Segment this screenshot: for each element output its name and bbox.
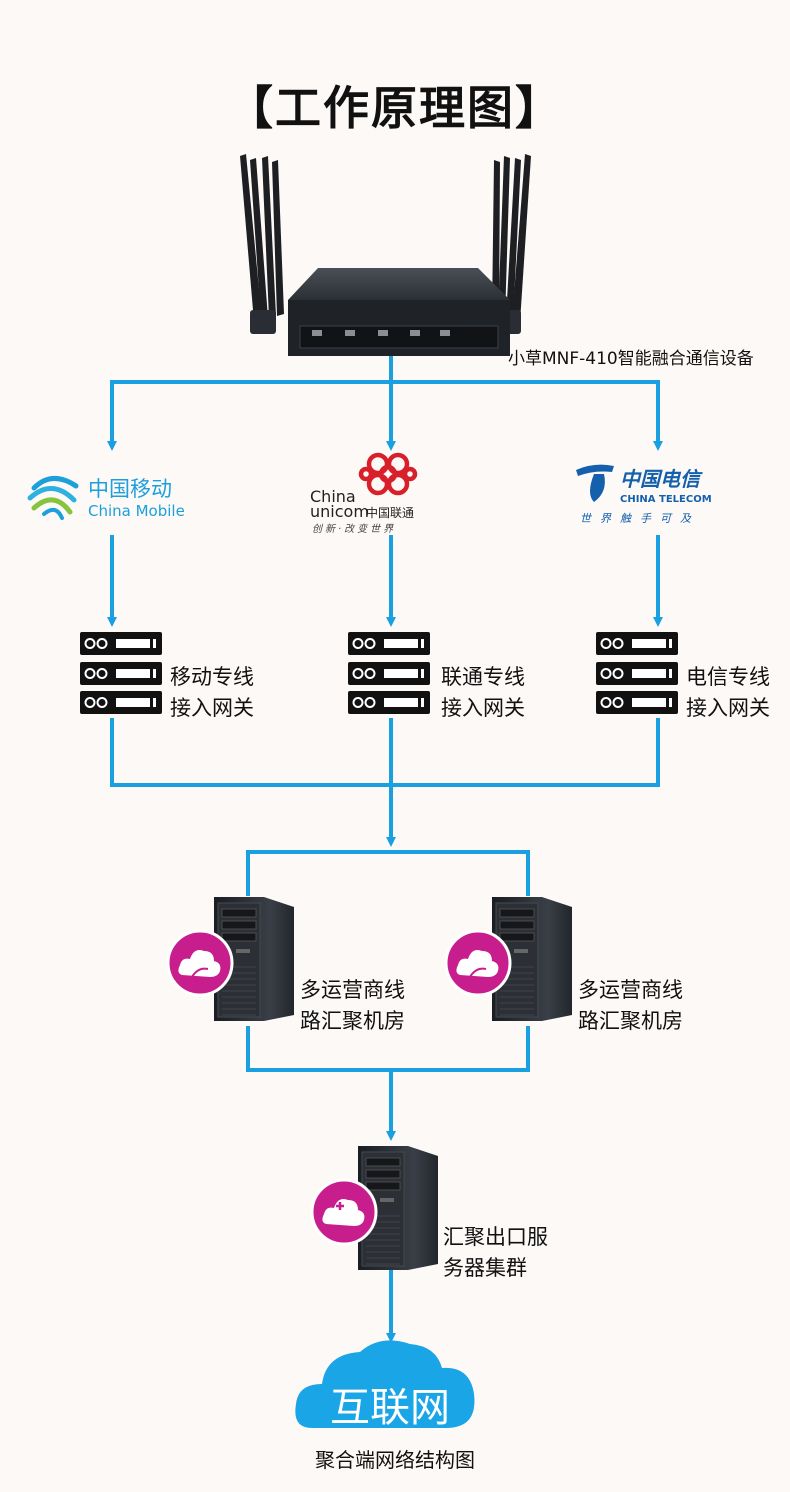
room-label-right: 多运营商线路汇聚机房 bbox=[578, 978, 683, 1033]
cloud-badge-icon bbox=[166, 929, 234, 997]
server-stack-icon bbox=[80, 632, 162, 714]
china-unicom-logo: China unicom 中国联通 创新·改变世界 bbox=[310, 452, 418, 535]
telecom-icon bbox=[576, 464, 614, 502]
page-title: 【工作原理图】 bbox=[227, 81, 563, 135]
tower-server-icon bbox=[492, 897, 572, 1021]
telecom-slogan: 世界触手可及 bbox=[580, 512, 700, 525]
unicom-en1: China bbox=[310, 487, 356, 506]
tower-server-icon bbox=[214, 897, 294, 1021]
gateway-label-mobile: 移动专线接入网关 bbox=[170, 665, 254, 720]
unicom-knot-icon bbox=[358, 452, 418, 496]
telecom-cn: 中国电信 bbox=[620, 467, 703, 491]
cloud-plus-badge-icon bbox=[310, 1178, 378, 1246]
internet-cloud-icon bbox=[295, 1340, 475, 1428]
server-stack-icon bbox=[348, 632, 430, 714]
china-mobile-cn: 中国移动 bbox=[88, 477, 172, 501]
server-stack-icon bbox=[596, 632, 678, 714]
china-mobile-icon bbox=[27, 476, 79, 520]
diagram-caption: 聚合端网络结构图 bbox=[315, 1448, 475, 1472]
device-label: 小草MNF-410智能融合通信设备 bbox=[508, 349, 754, 369]
unicom-slogan: 创新·改变世界 bbox=[312, 523, 396, 535]
china-mobile-logo: 中国移动 China Mobile bbox=[27, 476, 185, 520]
unicom-en2: unicom bbox=[310, 502, 369, 521]
flow-lines bbox=[107, 356, 663, 1343]
antenna-icon bbox=[240, 154, 531, 322]
room-label-left: 多运营商线路汇聚机房 bbox=[300, 978, 405, 1033]
gateway-label-telecom: 电信专线接入网关 bbox=[686, 665, 770, 720]
tower-server-icon bbox=[358, 1146, 438, 1270]
gateway-label-unicom: 联通专线接入网关 bbox=[441, 665, 525, 720]
cluster-label: 汇聚出口服务器集群 bbox=[443, 1225, 548, 1280]
internet-label: 互联网 bbox=[330, 1385, 450, 1431]
cloud-badge-icon bbox=[444, 929, 512, 997]
china-mobile-en: China Mobile bbox=[88, 502, 185, 520]
telecom-en: CHINA TELECOM bbox=[620, 494, 712, 505]
china-telecom-logo: 中国电信 CHINA TELECOM 世界触手可及 bbox=[576, 464, 712, 525]
unicom-cn: 中国联通 bbox=[366, 505, 414, 520]
router-device bbox=[240, 154, 531, 356]
